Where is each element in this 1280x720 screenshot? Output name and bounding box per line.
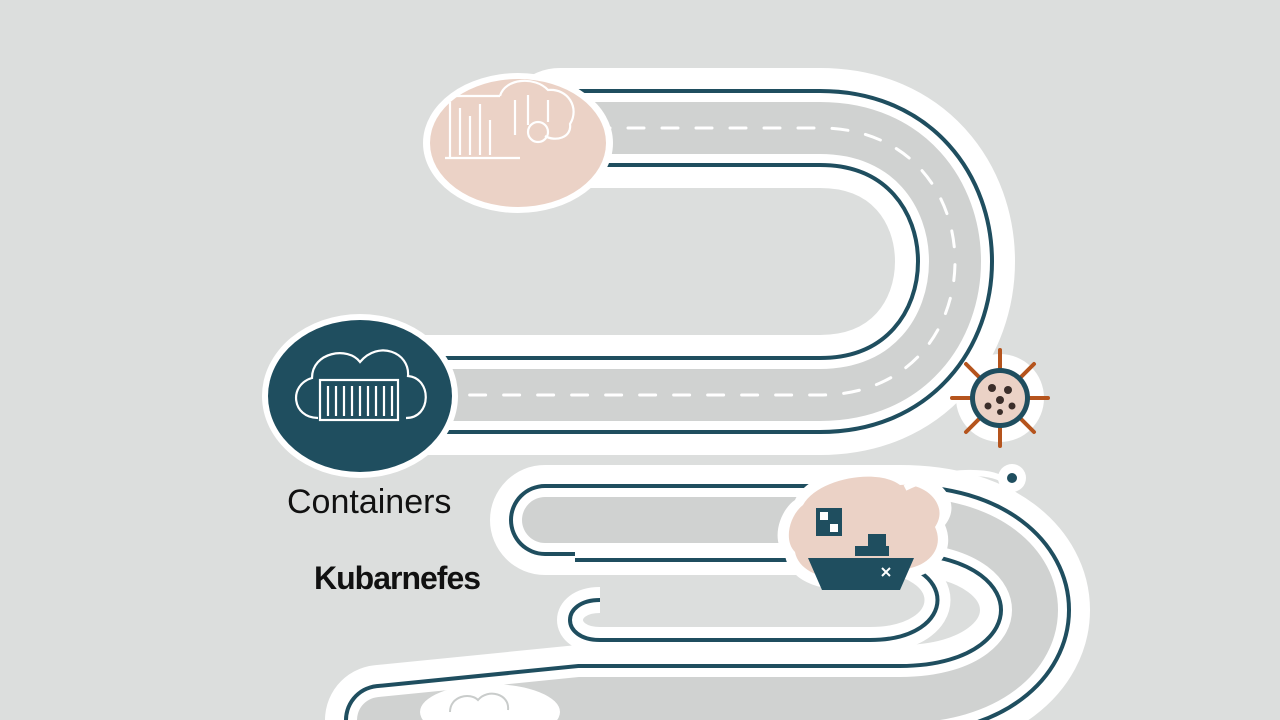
ship-wheel-icon — [950, 348, 1050, 448]
bottom-node — [420, 684, 560, 720]
monitoring-node — [423, 73, 613, 213]
upper-road — [360, 68, 1015, 455]
analytics-chart-icon — [445, 79, 575, 160]
container-ship-icon — [808, 508, 914, 590]
kubernetes-label: Kubarnefes — [314, 560, 481, 596]
cloud-container-node — [262, 314, 458, 478]
cloud-container-icon — [295, 349, 427, 422]
containers-label: Containers — [287, 483, 452, 521]
lower-road — [325, 465, 1090, 720]
shipping-node — [777, 464, 1026, 590]
cloud-icon — [449, 692, 510, 713]
